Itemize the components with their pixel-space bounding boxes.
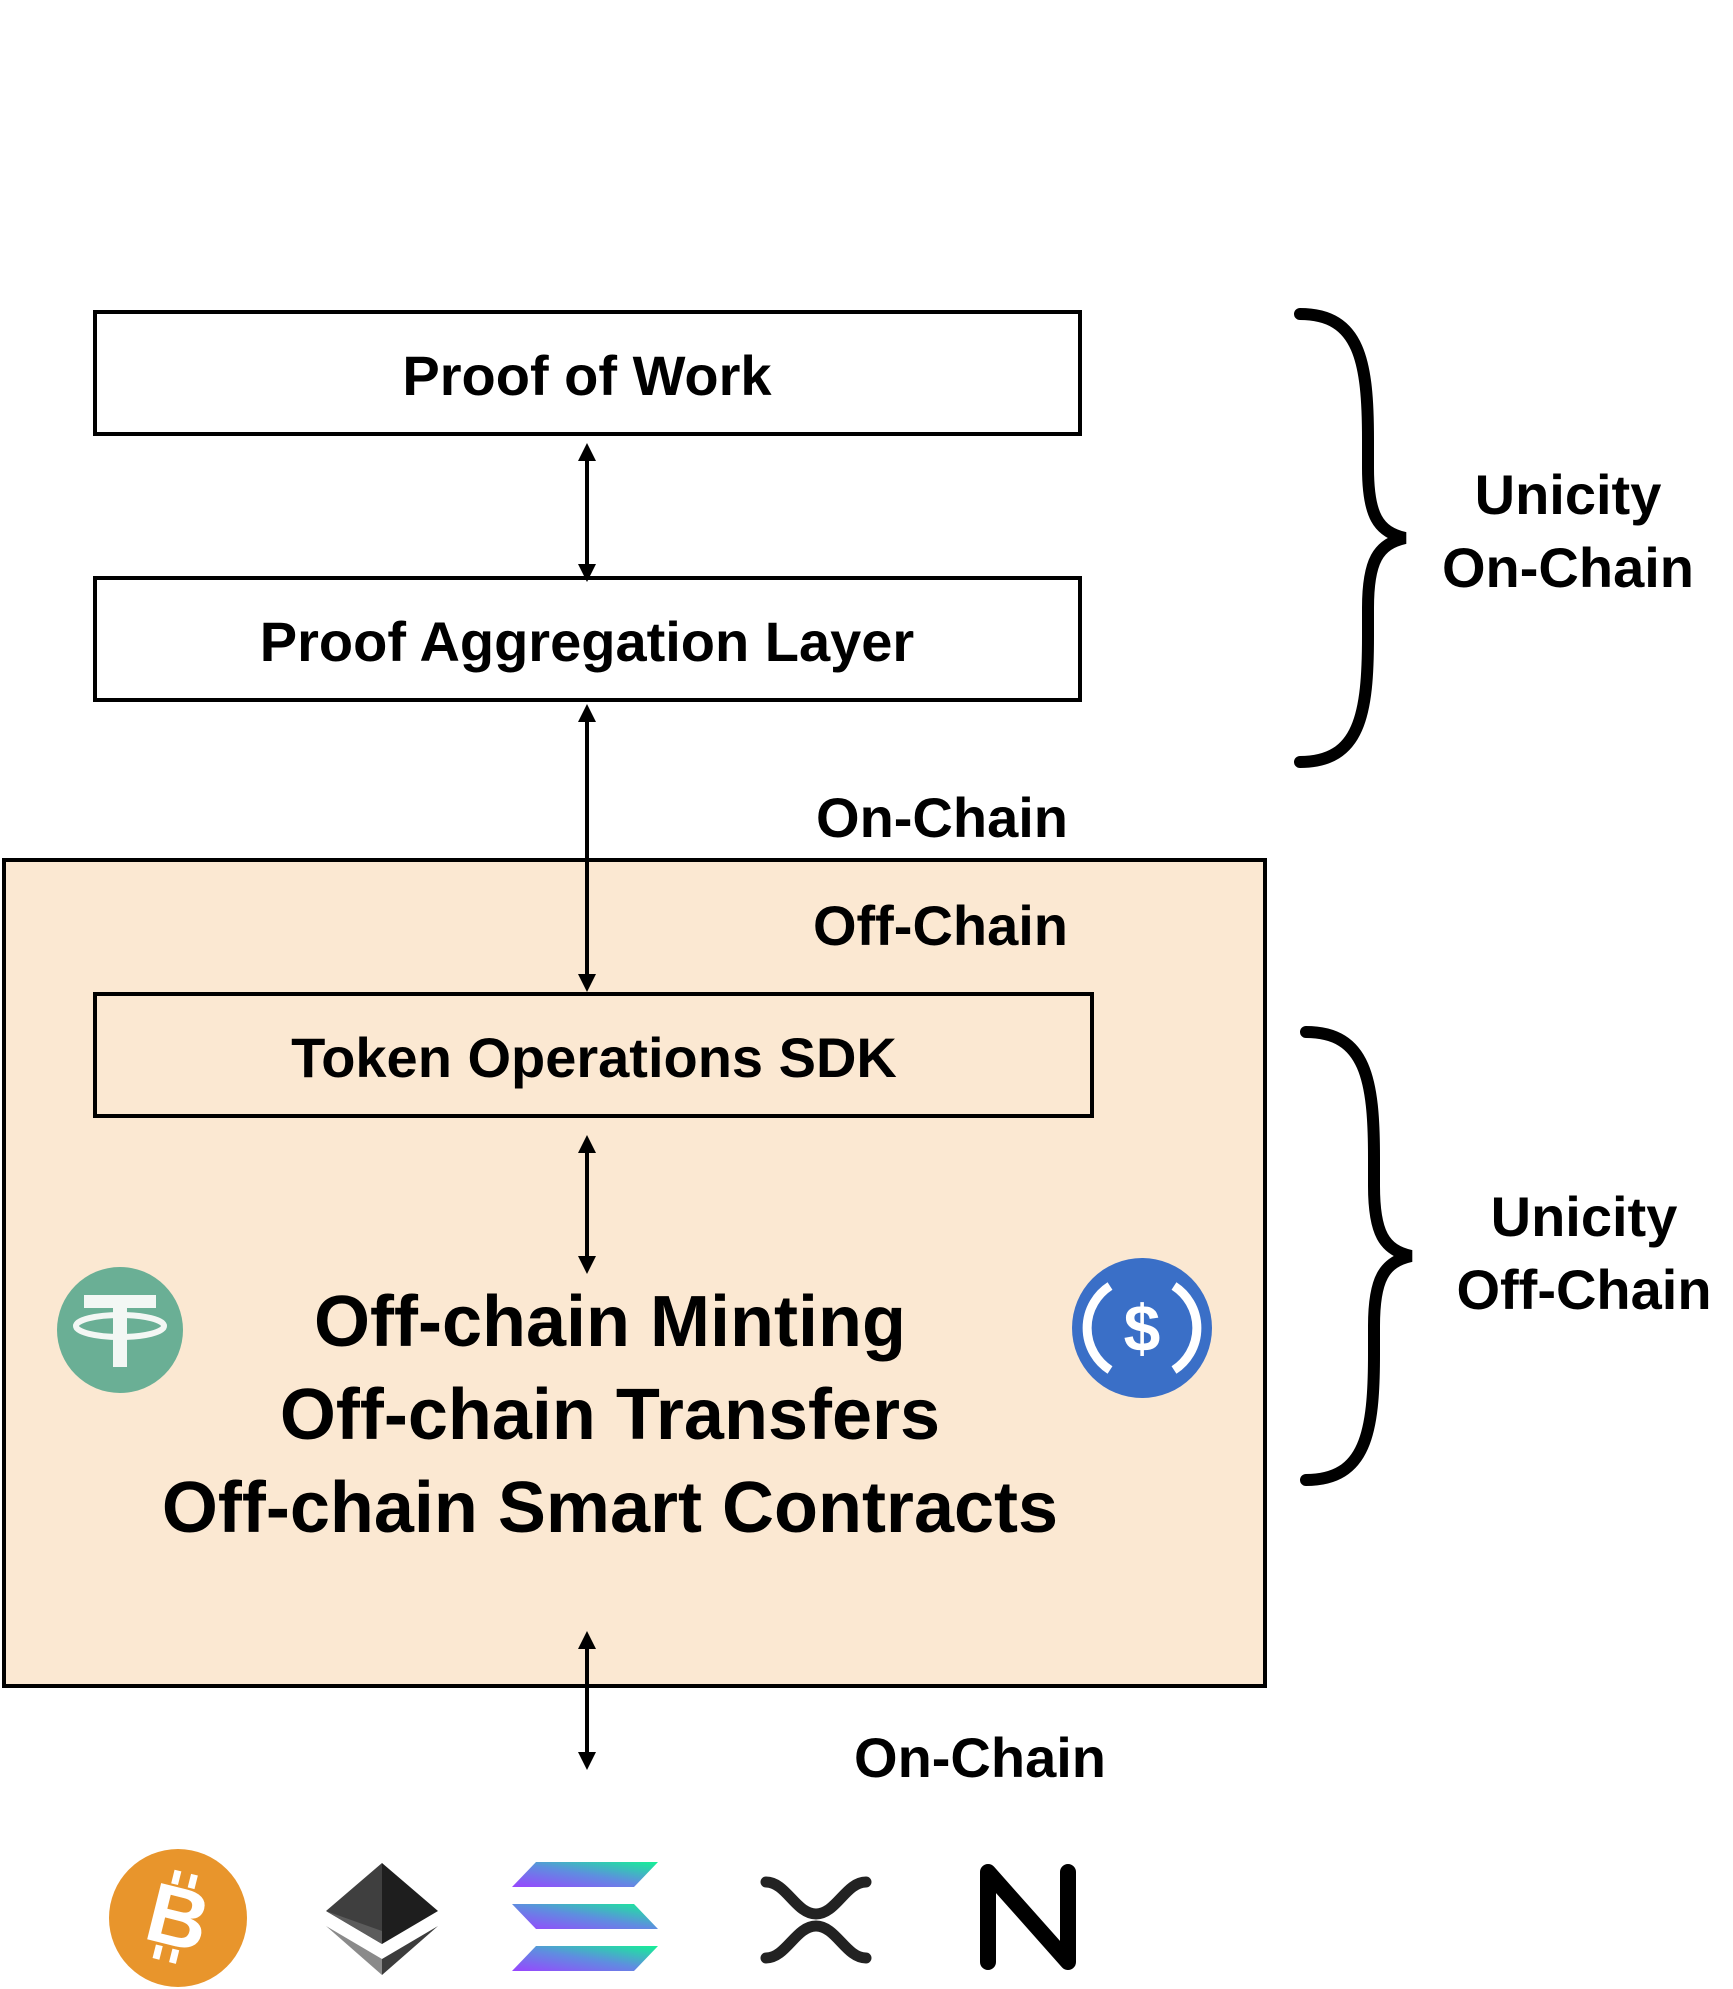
near-icon <box>980 1864 1076 1970</box>
proof-of-work-box: Proof of Work <box>93 310 1082 436</box>
feature-transfers: Off-chain Transfers <box>280 1375 940 1455</box>
ethereum-icon <box>326 1863 438 1975</box>
svg-text:$: $ <box>1124 1291 1161 1365</box>
feature-minting: Off-chain Minting <box>314 1282 906 1362</box>
brace-offchain <box>1300 1026 1413 1486</box>
lower-on-chain-label: On-Chain <box>854 1726 1106 1789</box>
brace-offchain-label-line2: Off-Chain <box>1456 1258 1711 1321</box>
brace-onchain-label-line2: On-Chain <box>1442 536 1694 599</box>
brace-onchain-label-line1: Unicity <box>1475 463 1662 526</box>
upper-on-chain-label: On-Chain <box>816 786 1068 849</box>
brace-offchain-label-line1: Unicity <box>1491 1185 1678 1248</box>
solana-icon <box>512 1862 658 1971</box>
tether-icon <box>57 1267 183 1393</box>
proof-of-work-label: Proof of Work <box>402 344 772 407</box>
proof-aggregation-box: Proof Aggregation Layer <box>93 576 1082 702</box>
token-sdk-label: Token Operations SDK <box>291 1026 897 1089</box>
upper-off-chain-label: Off-Chain <box>813 894 1068 957</box>
brace-onchain <box>1294 308 1407 768</box>
bitcoin-icon: B <box>109 1849 247 1987</box>
proof-aggregation-label: Proof Aggregation Layer <box>260 610 914 673</box>
xrp-icon <box>760 1876 872 1964</box>
usdc-icon: $ <box>1072 1258 1212 1398</box>
offchain-panel <box>2 858 1267 1688</box>
token-sdk-box: Token Operations SDK <box>93 992 1094 1118</box>
feature-smart-contracts: Off-chain Smart Contracts <box>162 1468 1058 1548</box>
